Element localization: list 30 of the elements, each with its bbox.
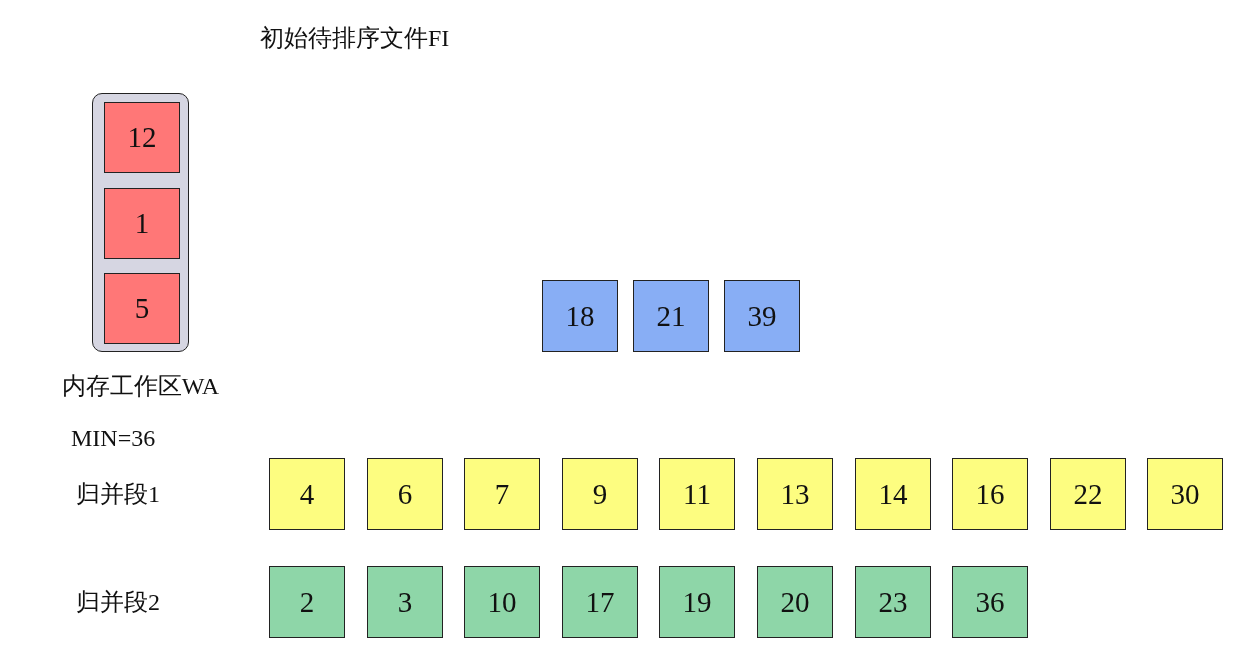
number-box: 19 bbox=[659, 566, 735, 638]
number-box: 21 bbox=[633, 280, 709, 352]
number-box: 4 bbox=[269, 458, 345, 530]
number-box: 1 bbox=[104, 188, 180, 259]
memory-container bbox=[92, 93, 189, 352]
title: 初始待排序文件FI bbox=[260, 24, 450, 53]
number-box: 3 bbox=[367, 566, 443, 638]
number-box: 5 bbox=[104, 273, 180, 344]
number-box: 36 bbox=[952, 566, 1028, 638]
number-box: 17 bbox=[562, 566, 638, 638]
number-box: 6 bbox=[367, 458, 443, 530]
number-box: 20 bbox=[757, 566, 833, 638]
run-label: 归并段1 bbox=[76, 480, 160, 509]
number-box: 23 bbox=[855, 566, 931, 638]
container-caption: 内存工作区WA bbox=[61, 372, 220, 401]
number-box: 18 bbox=[542, 280, 618, 352]
number-box: 2 bbox=[269, 566, 345, 638]
number-box: 7 bbox=[464, 458, 540, 530]
min-label: MIN=36 bbox=[71, 425, 156, 452]
number-box: 14 bbox=[855, 458, 931, 530]
number-box: 16 bbox=[952, 458, 1028, 530]
run-label: 归并段2 bbox=[76, 588, 160, 617]
number-box: 39 bbox=[724, 280, 800, 352]
number-box: 11 bbox=[659, 458, 735, 530]
number-box: 9 bbox=[562, 458, 638, 530]
number-box: 13 bbox=[757, 458, 833, 530]
number-box: 22 bbox=[1050, 458, 1126, 530]
number-box: 30 bbox=[1147, 458, 1223, 530]
number-box: 10 bbox=[464, 566, 540, 638]
number-box: 12 bbox=[104, 102, 180, 173]
